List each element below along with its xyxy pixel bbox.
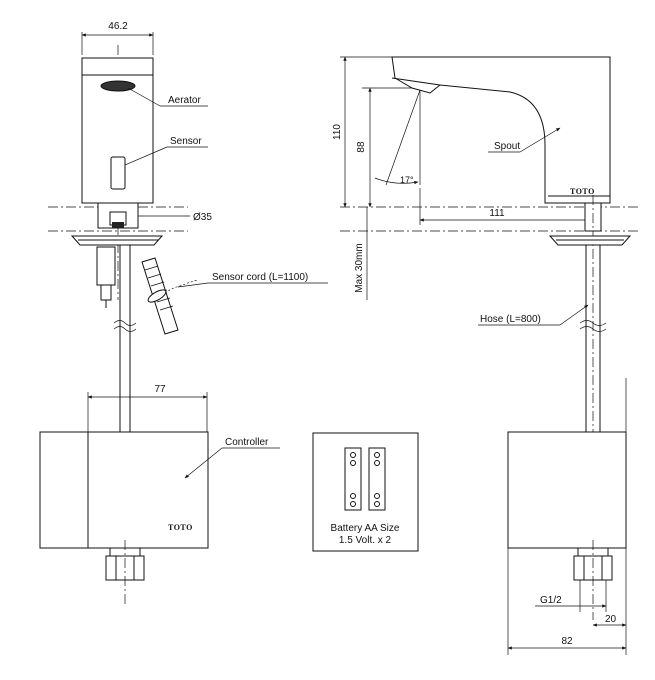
controller-depth-dim-label: 82: [561, 636, 573, 647]
shank-washer: [112, 222, 124, 228]
side-hose-break: [579, 326, 607, 332]
battery-compartment: [312, 432, 419, 552]
front-view: 46.2 Aerator Sensor Ø35: [39, 21, 328, 605]
offset-dim-label: 20: [605, 614, 617, 625]
sensor-leader: [124, 146, 168, 166]
connector-tip: [100, 284, 112, 301]
diameter-dim-label: Ø35: [193, 212, 212, 223]
reach-dimension-label: 111: [489, 208, 505, 219]
side-hose-break: [579, 320, 607, 326]
sensor-label: Sensor: [170, 136, 202, 147]
battery-panel: Battery AA Size 1.5 Volt. x 2: [312, 432, 419, 552]
spout-leader: [519, 127, 561, 153]
aerator-leader: [127, 87, 161, 107]
sensor-window: [110, 156, 126, 190]
sensor-cord: [141, 257, 199, 335]
thread-dim-label: G1/2: [540, 595, 562, 606]
sensor-cord-leader: [177, 282, 209, 288]
connector: [96, 246, 116, 286]
hose-break-mark: [113, 320, 137, 326]
battery-label-line2: 1.5 Volt. x 2: [339, 535, 392, 546]
spout-lip: [391, 77, 441, 86]
battery-cell-2: [368, 447, 386, 511]
height-dimension-label: 110: [332, 124, 343, 140]
controller-box: [39, 431, 209, 549]
controller-leader: [184, 447, 223, 479]
side-controller-box: [507, 431, 627, 549]
battery-label-line1: Battery AA Size: [331, 523, 400, 534]
aerator-label: Aerator: [168, 95, 201, 106]
side-brand: TOTO: [570, 187, 595, 196]
angle-label: 17°: [400, 175, 414, 185]
hose-label: Hose (L=800): [480, 314, 541, 325]
battery-cell-1: [344, 447, 362, 511]
hose-leader: [559, 304, 589, 326]
aerator-shape: [100, 80, 136, 92]
hose-break-mark: [113, 326, 137, 332]
width-dimension-label: 46.2: [108, 21, 128, 32]
stream-line: [385, 89, 421, 186]
angle-arc: [374, 177, 419, 185]
controller-width-dim-label: 77: [154, 384, 166, 395]
deck-thickness-label: Max 30mm: [354, 243, 365, 292]
controller-label: Controller: [225, 437, 269, 448]
spout-height-dimension-label: 88: [356, 141, 367, 153]
sensor-cord-label: Sensor cord (L=1100): [212, 272, 308, 283]
spout-label: Spout: [494, 141, 520, 152]
controller-brand: TOTO: [168, 523, 193, 532]
faucet-body: [81, 57, 154, 204]
faucet-side-body: [391, 56, 611, 204]
side-view: 110 88 TOTO 17° Spout 111 Max 30mm: [332, 56, 640, 655]
